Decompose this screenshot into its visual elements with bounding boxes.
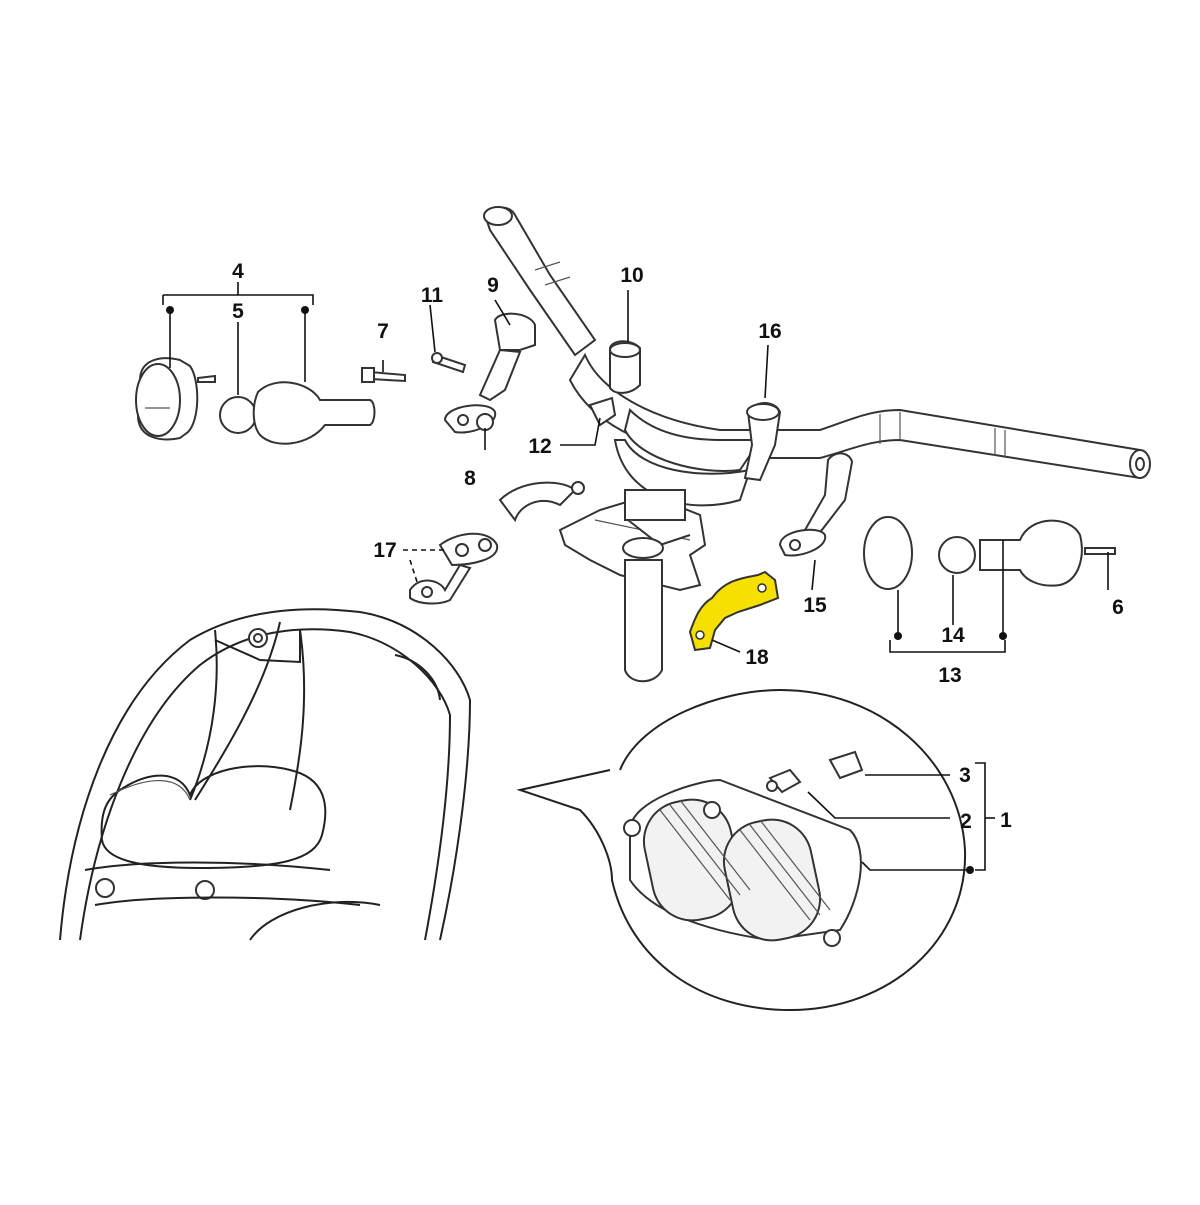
leader-lines xyxy=(162,282,1109,874)
label-4: 4 xyxy=(232,260,244,283)
label-5: 5 xyxy=(232,300,244,323)
label-6: 6 xyxy=(1112,596,1124,619)
label-9: 9 xyxy=(487,274,499,297)
label-14: 14 xyxy=(941,624,965,647)
right-indicator xyxy=(863,516,1116,590)
left-indicator xyxy=(135,357,376,445)
highlighted-bracket xyxy=(688,570,780,652)
label-15: 15 xyxy=(803,594,827,617)
label-16: 16 xyxy=(758,320,781,343)
front-fairing xyxy=(59,608,472,941)
headlight-detail xyxy=(516,688,967,1012)
part-labels: 4 5 7 11 9 10 16 8 12 17 15 6 14 18 13 3… xyxy=(232,260,1124,833)
label-2: 2 xyxy=(960,810,972,833)
label-10: 10 xyxy=(620,264,643,287)
label-12: 12 xyxy=(528,435,551,458)
label-18: 18 xyxy=(745,646,769,669)
label-8: 8 xyxy=(464,467,476,490)
handlebar xyxy=(361,206,1151,683)
label-11: 11 xyxy=(421,284,444,307)
label-1: 1 xyxy=(1000,809,1012,832)
label-7: 7 xyxy=(377,320,389,343)
label-17: 17 xyxy=(373,539,396,562)
label-3: 3 xyxy=(959,764,971,787)
label-13: 13 xyxy=(938,664,961,687)
